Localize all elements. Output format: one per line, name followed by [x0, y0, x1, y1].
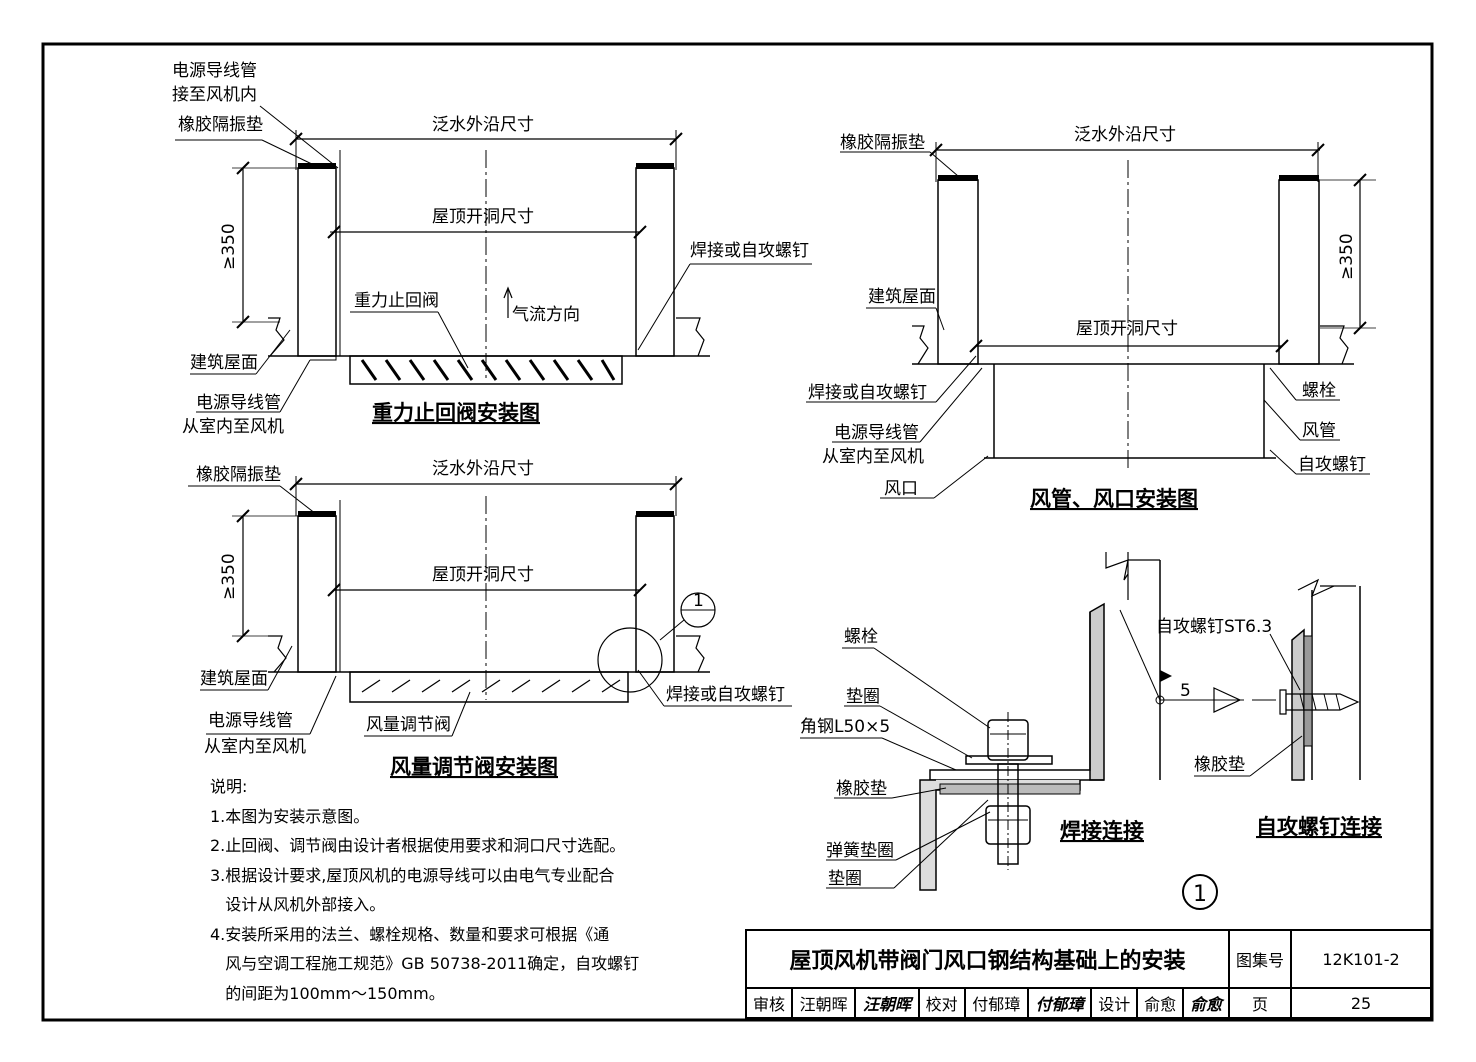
page-label: 页 — [1228, 987, 1292, 1019]
check-valve-view — [175, 105, 812, 413]
screw-spec-label: 自攻螺钉ST6.3 — [1156, 617, 1272, 637]
note-item: 风与空调工程施工规范》GB 50738-2011确定，自攻螺钉 — [210, 954, 640, 973]
detail-number-mark — [1182, 874, 1218, 910]
screw-detail-view — [1194, 578, 1361, 781]
weld-detail-view — [800, 552, 1276, 891]
angle-steel-label: 角钢L50×5 — [800, 717, 890, 737]
reviewer-name: 汪朝晖 — [790, 987, 857, 1019]
detail-number-text: 1 — [1193, 882, 1207, 907]
notes-block: 说明: 1.本图为安装示意图。 2.止回阀、调节阀由设计者根据使用要求和洞口尺寸… — [210, 772, 680, 1008]
design-label: 设计 — [1090, 987, 1139, 1019]
title-block: 屋顶风机带阀门风口钢结构基础上的安装 图集号 12K101-2 审核 汪朝晖 汪… — [745, 929, 1432, 1019]
wire-conduit-label: 从室内至风机 — [822, 447, 924, 467]
wire-conduit-label: 从室内至风机 — [204, 737, 306, 757]
weld-detail-title: 焊接连接 — [1060, 819, 1144, 843]
checker-name: 付郁璋 — [963, 987, 1029, 1019]
wire-conduit-label: 电源导线管 — [172, 61, 257, 81]
designer-name: 俞愈 — [1136, 987, 1185, 1019]
wire-conduit-label: 电源导线管 — [196, 393, 281, 413]
duct-label: 风管 — [1302, 421, 1336, 441]
damper-view — [188, 476, 792, 737]
note-item: 2.止回阀、调节阀由设计者根据使用要求和洞口尺寸选配。 — [210, 836, 626, 855]
opening-dim-label: 屋顶开洞尺寸 — [432, 207, 534, 227]
wire-conduit-label: 电源导线管 — [208, 711, 293, 731]
page-number: 25 — [1290, 987, 1432, 1019]
rubber-pad-label: 橡胶隔振垫 — [178, 115, 263, 135]
weld-screw-label: 焊接或自攻螺钉 — [666, 685, 785, 705]
note-item: 1.本图为安装示意图。 — [210, 806, 370, 826]
washer-label: 垫圈 — [846, 687, 880, 707]
opening-dim-label: 屋顶开洞尺寸 — [432, 565, 534, 585]
bolt-label: 螺栓 — [844, 627, 878, 647]
flashing-dim-label: 泛水外沿尺寸 — [1074, 125, 1176, 145]
roof-label: 建筑屋面 — [868, 287, 936, 307]
rubber-pad-label: 橡胶垫 — [1194, 755, 1245, 775]
drawing-title: 屋顶风机带阀门风口钢结构基础上的安装 — [745, 929, 1230, 989]
check-valve-label: 重力止回阀 — [354, 291, 439, 311]
wire-conduit-label: 从室内至风机 — [182, 417, 284, 437]
damper-label: 风量调节阀 — [366, 715, 451, 735]
damper-view-title: 风量调节阀安装图 — [390, 755, 558, 779]
screw-detail-title: 自攻螺钉连接 — [1256, 815, 1382, 839]
weld-screw-label: 焊接或自攻螺钉 — [808, 383, 927, 403]
opening-dim-label: 屋顶开洞尺寸 — [1076, 319, 1178, 339]
atlas-label: 图集号 — [1228, 929, 1292, 989]
height-dim-label: ≥350 — [1337, 233, 1357, 280]
wire-conduit-label: 接至风机内 — [172, 85, 257, 105]
drawing-frame — [41, 42, 1434, 1022]
rubber-pad-label: 橡胶隔振垫 — [840, 133, 925, 153]
reviewer-signature: 汪朝晖 — [854, 987, 920, 1019]
notes-heading: 说明: — [210, 777, 248, 796]
flashing-dim-label: 泛水外沿尺寸 — [432, 115, 534, 135]
bolt-label: 螺栓 — [1302, 381, 1336, 401]
note-item: 4.安装所采用的法兰、螺栓规格、数量和要求可根据《通 — [210, 924, 610, 944]
rubber-pad-label: 橡胶垫 — [836, 779, 887, 799]
review-label: 审核 — [745, 987, 793, 1019]
atlas-number: 12K101-2 — [1290, 929, 1432, 989]
rubber-pad-label: 橡胶隔振垫 — [196, 465, 281, 485]
outlet-label: 风口 — [884, 479, 918, 499]
weld-screw-label: 焊接或自攻螺钉 — [690, 241, 809, 261]
check-valve-view-title: 重力止回阀安装图 — [372, 401, 540, 425]
airflow-label: 气流方向 — [512, 305, 580, 325]
roof-label: 建筑屋面 — [200, 669, 268, 689]
note-item: 的间距为100mm～150mm。 — [210, 983, 445, 1003]
designer-signature: 俞愈 — [1182, 987, 1230, 1019]
weld-size-label: 5 — [1180, 681, 1191, 701]
height-dim-label: ≥350 — [219, 223, 239, 270]
detail-callout-number: 1 — [693, 591, 704, 611]
washer-label: 垫圈 — [828, 869, 862, 889]
spring-washer-label: 弹簧垫圈 — [826, 841, 894, 861]
flashing-dim-label: 泛水外沿尺寸 — [432, 459, 534, 479]
note-item: 3.根据设计要求,屋顶风机的电源导线可以由电气专业配合 — [210, 865, 615, 885]
duct-view-title: 风管、风口安装图 — [1030, 487, 1198, 511]
roof-label: 建筑屋面 — [190, 353, 258, 373]
check-label: 校对 — [917, 987, 966, 1019]
duct-view — [806, 142, 1376, 499]
wire-conduit-label: 电源导线管 — [834, 423, 919, 443]
note-item: 设计从风机外部接入。 — [210, 895, 386, 914]
height-dim-label: ≥350 — [219, 553, 239, 600]
checker-signature: 付郁璋 — [1026, 987, 1093, 1019]
screw-label: 自攻螺钉 — [1298, 455, 1366, 475]
